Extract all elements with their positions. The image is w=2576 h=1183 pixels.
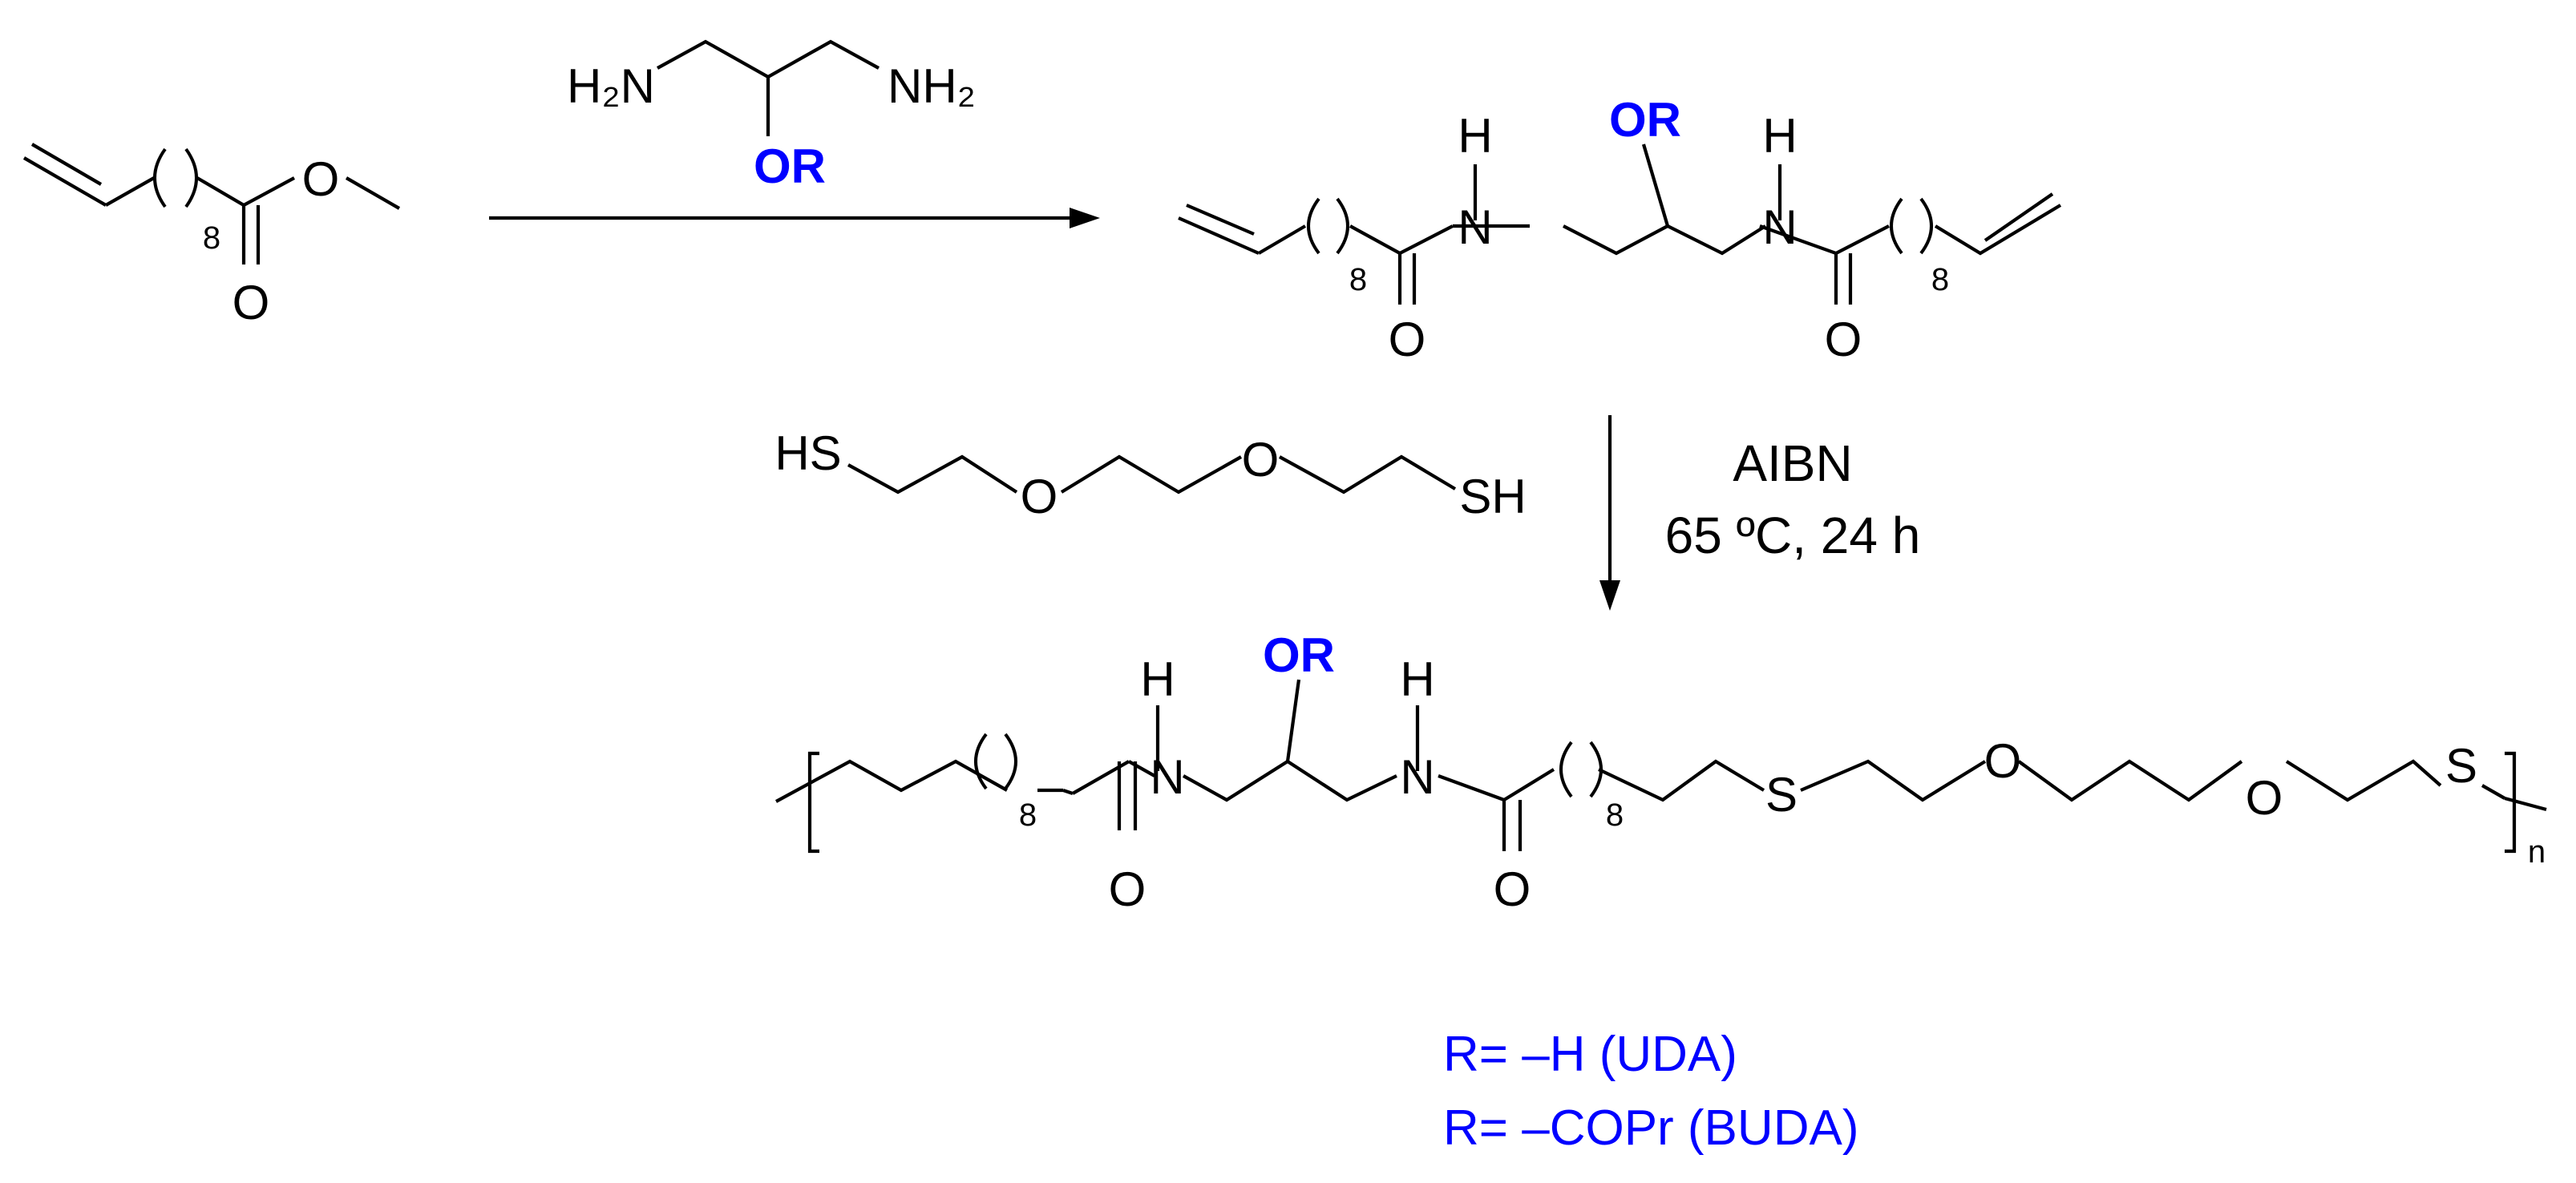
polymer-right-parentheses bbox=[1559, 741, 1603, 798]
dithiol-ether-oxygen-2: O bbox=[1242, 433, 1280, 487]
condition-initiator: AIBN bbox=[1733, 434, 1852, 492]
polymer-ether-oxygen-2: O bbox=[2246, 771, 2283, 825]
polymer-sulfur-2: S bbox=[2445, 739, 2477, 793]
diamine-bonds bbox=[656, 39, 880, 136]
polymer-chain-repeat-right: 8 bbox=[1606, 797, 1624, 833]
diamide-carbonyl-right: O bbox=[1825, 313, 1862, 366]
amine-left-label: H₂N bbox=[567, 59, 655, 113]
polymer-carbonyl-right: O bbox=[1494, 862, 1531, 916]
polymer-amide-h-left: H bbox=[1140, 652, 1175, 706]
diamide-amide-n-right: N bbox=[1762, 200, 1797, 254]
diamide-left-parentheses bbox=[1307, 197, 1349, 255]
diamine-or-group: OR bbox=[754, 139, 826, 193]
diamide-bonds bbox=[1178, 143, 2062, 305]
polymer-carbonyl-left: O bbox=[1109, 862, 1146, 916]
diamide-carbonyl-left: O bbox=[1389, 313, 1426, 366]
ester-chain-repeat: 8 bbox=[203, 220, 220, 256]
reaction-arrow-1 bbox=[489, 208, 1100, 228]
reaction-arrow-2 bbox=[1599, 415, 1620, 611]
ester-bonds bbox=[22, 143, 401, 264]
polymer-structure: 8 8 O O N H N H OR S O O S n bbox=[774, 628, 2547, 916]
diamide-chain-repeat-left: 8 bbox=[1349, 262, 1367, 297]
polymer-amide-h-right: H bbox=[1400, 652, 1434, 706]
diamide-amide-n-left: N bbox=[1458, 200, 1492, 254]
r-group-legend: R= –H (UDA) R= –COPr (BUDA) bbox=[1443, 1027, 1858, 1156]
ester-ether-oxygen: O bbox=[302, 152, 340, 206]
ester-structure: 8 O O bbox=[22, 143, 401, 329]
polymer-ether-oxygen-1: O bbox=[1984, 734, 2022, 788]
diamide-chain-repeat-right: 8 bbox=[1931, 262, 1949, 297]
dithiol-thiol-right: SH bbox=[1459, 470, 1526, 523]
diamine-reagent: H₂N NH₂ OR bbox=[567, 39, 976, 193]
polymer-or-group: OR bbox=[1263, 628, 1335, 682]
polymer-bonds bbox=[774, 679, 2547, 851]
diamide-or-group: OR bbox=[1609, 93, 1681, 147]
dithiol-bonds bbox=[847, 454, 1457, 495]
legend-buda: R= –COPr (BUDA) bbox=[1443, 1100, 1858, 1156]
condition-temp-time: 65 ºC, 24 h bbox=[1665, 507, 1921, 564]
dithiol-reagent: HS O O SH bbox=[774, 426, 1526, 523]
diamide-amide-h-left: H bbox=[1458, 109, 1492, 163]
diamide-right-parentheses bbox=[1890, 197, 1933, 255]
polymer-left-parentheses bbox=[974, 733, 1017, 790]
legend-uda: R= –H (UDA) bbox=[1443, 1027, 1737, 1082]
dithiol-thiol-left: HS bbox=[774, 426, 841, 480]
dithiol-ether-oxygen-1: O bbox=[1021, 470, 1058, 523]
diamide-amide-h-right: H bbox=[1762, 109, 1797, 163]
amine-right-label: NH₂ bbox=[888, 59, 976, 113]
polymer-sulfur-1: S bbox=[1765, 768, 1798, 822]
diamide-structure: 8 8 O O N H N H OR bbox=[1178, 93, 2062, 366]
polymer-chain-repeat-left: 8 bbox=[1019, 797, 1037, 833]
ester-carbonyl-oxygen: O bbox=[233, 276, 270, 329]
polymer-repeat-subscript: n bbox=[2528, 834, 2546, 870]
polymer-amide-n-right: N bbox=[1400, 750, 1434, 804]
ester-chain-parentheses bbox=[153, 147, 198, 208]
polymer-amide-n-left: N bbox=[1150, 750, 1184, 804]
